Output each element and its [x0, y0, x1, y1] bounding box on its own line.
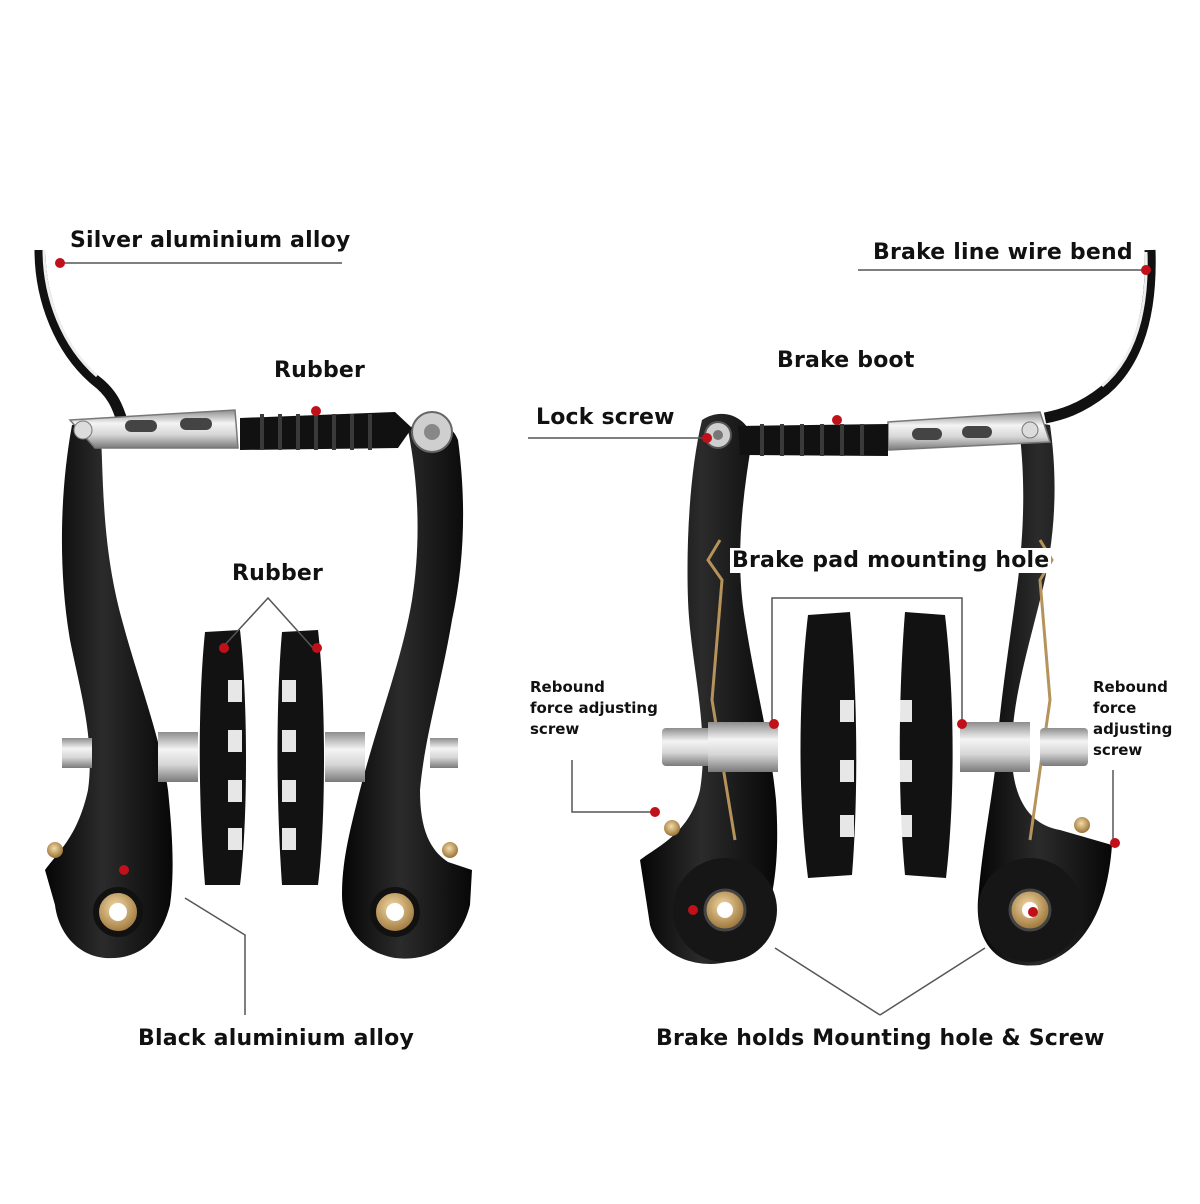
label-rebound-right: Rebound force adjusting screw: [1093, 678, 1173, 759]
dot-silver-alloy: [55, 258, 65, 268]
label-mounting-hole-screw: Brake holds Mounting hole & Screw: [656, 1026, 1105, 1051]
right-view-left-arm: [640, 413, 778, 964]
dot-pad-hole-left: [769, 719, 779, 729]
label-rebound-left: Rebound force adjusting screw: [530, 678, 658, 738]
dot-mount-left: [688, 905, 698, 915]
dot-rubber-pad-right: [312, 643, 322, 653]
label-brake-boot: Brake boot: [777, 348, 915, 373]
left-brake-assembly: [34, 249, 472, 959]
dot-brake-boot: [832, 415, 842, 425]
label-brake-line-wire-bend: Brake line wire bend: [873, 240, 1133, 265]
dot-rebound-left: [650, 807, 660, 817]
label-rubber-top: Rubber: [274, 358, 366, 383]
right-brake-cable: [1043, 249, 1156, 424]
right-view-right-post: [1040, 728, 1088, 766]
left-brake-arm: [45, 420, 173, 959]
dot-black-alloy: [119, 865, 129, 875]
label-black-aluminium-alloy: Black aluminium alloy: [138, 1026, 415, 1051]
leader-lines: [60, 262, 1146, 1016]
left-pad-post: [62, 738, 92, 768]
callout-dots: [55, 258, 1151, 917]
dot-mount-right: [1028, 907, 1038, 917]
dot-pad-hole-right: [957, 719, 967, 729]
dot-rebound-right: [1110, 838, 1120, 848]
right-view-left-pad: [800, 612, 857, 878]
right-view-right-arm: [977, 420, 1112, 966]
right-pad-post: [430, 738, 458, 768]
right-brake-assembly: [640, 249, 1156, 966]
left-brake-cable: [34, 249, 128, 423]
label-brake-pad-mounting-hole: Brake pad mounting hole: [730, 548, 1052, 573]
dot-rubber-pad-left: [219, 643, 229, 653]
brake-boot-right: [738, 424, 888, 456]
label-lock-screw: Lock screw: [536, 405, 675, 430]
dot-brake-line: [1141, 265, 1151, 275]
right-view-left-post: [662, 728, 712, 766]
label-silver-aluminium-alloy: Silver aluminium alloy: [70, 228, 351, 253]
label-rubber-pads: Rubber: [232, 561, 324, 586]
dot-rubber-top: [311, 406, 321, 416]
right-view-right-pad: [899, 612, 953, 878]
rubber-boot-left: [240, 412, 412, 450]
dot-lock-screw: [702, 433, 712, 443]
right-brake-arm: [342, 420, 472, 959]
